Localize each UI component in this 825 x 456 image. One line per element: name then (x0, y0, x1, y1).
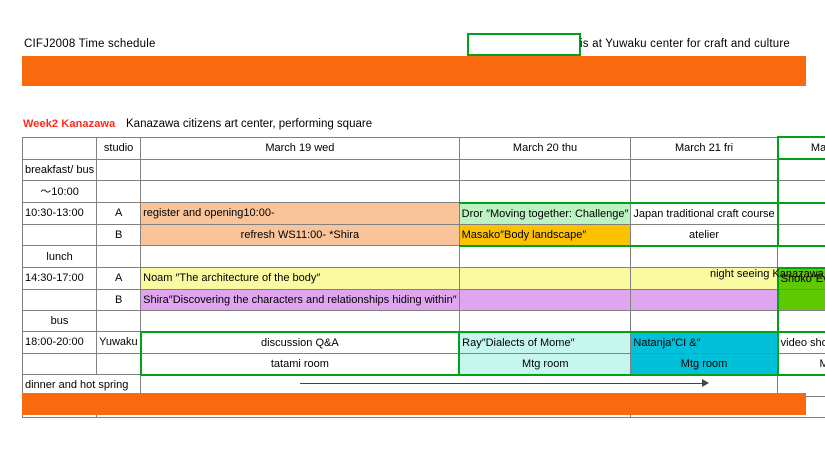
cell-mar20-evening-1: Ray″Dialects of Mome″ (458, 330, 632, 354)
cell-time-bus: bus (21, 309, 98, 332)
cell-mar21-until10 (630, 180, 779, 203)
cell-mar22-morning-b (776, 223, 825, 247)
row-afternoon-b: B Shira″Discovering the characters and r… (21, 288, 825, 311)
cell-mar19-evening-1: discussion Q&A (139, 330, 461, 354)
row-breakfast: breakfast/ bus (21, 158, 825, 181)
cell-dinner-span (140, 374, 779, 397)
cell-mar19-until10 (140, 180, 460, 203)
row-dinner: dinner and hot spring bus pick up at 19:… (21, 374, 825, 397)
cell-studio-lunch (96, 245, 142, 268)
cell-studio-b-afternoon: B (96, 288, 142, 311)
cell-studio-b-morning: B (96, 223, 142, 246)
cell-time-until10: ～10:00 (21, 180, 98, 203)
cell-mar19-morning-a: register and opening10:00- (140, 202, 460, 225)
cell-mar20-morning-a: Dror ″Moving together: Challenge″ (458, 201, 632, 225)
cell-studio-evening-2 (96, 352, 142, 375)
cell-time-evening: 18:00-20:00 (21, 331, 98, 354)
cell-mar20-evening-2: Mtg room (458, 352, 632, 376)
cell-mar22-morning-a (776, 201, 825, 225)
cell-studio-until10 (96, 180, 142, 203)
cell-mar19-afternoon-a: Noam ″The architecture of the body″ (140, 267, 460, 290)
cell-mar22-bus (776, 309, 825, 332)
page-title: CIFJ2008 Time schedule (24, 38, 156, 50)
schedule-table: studio March 19 wed March 20 thu March 2… (21, 136, 825, 418)
cell-mar19-evening-2: tatami room (139, 352, 461, 376)
row-morning-b: B refresh WS11:00- *Shira Masako″Body la… (21, 223, 825, 247)
cell-mar21-lunch (630, 245, 779, 268)
cell-mar20-until10 (458, 180, 632, 203)
cell-mar22-evening-1: video showing/discussion (776, 330, 825, 354)
row-afternoon-a: 14:30-17:00 A Noam ″The architecture of … (21, 266, 825, 290)
cell-studio-breakfast (96, 158, 142, 181)
cell-mar21-afternoon-b (630, 288, 779, 311)
cell-mar19-afternoon-b: Shira″Discovering the characters and rel… (140, 288, 460, 311)
cell-mar19-bus (140, 309, 460, 332)
lodging-arrow-line (300, 383, 705, 384)
col-header-mar22: March 22 sat (776, 136, 825, 160)
lodging-arrow-head (702, 379, 709, 387)
legend-color-box (467, 33, 581, 56)
row-evening-2: tatami room Mtg room Mtg room Mtg room a… (21, 352, 825, 376)
cell-time-afternoon-b (21, 288, 98, 311)
cell-dinner-label: dinner and hot spring (21, 374, 142, 397)
cell-time-morning: 10:30-13:00 (21, 202, 98, 225)
cell-mar21-morning-a: Japan traditional craft course (630, 201, 779, 225)
row-lunch: lunch (21, 245, 825, 268)
bottom-orange-band (22, 393, 806, 415)
cell-mar19-breakfast (140, 158, 460, 181)
cell-mar22-lunch (777, 245, 825, 268)
row-until-10: ～10:00 cleaning/checkout (21, 180, 825, 203)
cell-time-breakfast: breakfast/ bus (21, 158, 98, 181)
cell-studio-evening: Yuwaku (96, 331, 142, 354)
cell-time-morning-b (21, 223, 98, 246)
cell-mar22-breakfast (776, 158, 825, 181)
cell-dinner-buspickup: bus pick up at 19:00 (777, 374, 825, 397)
cell-mar20-afternoon-b (458, 288, 632, 311)
cell-mar19-lunch (140, 245, 460, 268)
col-header-studio: studio (96, 136, 142, 160)
cell-studio-a-morning: A (96, 202, 142, 225)
cell-mar20-bus (458, 309, 632, 332)
cell-mar21-afternoon-a (630, 267, 779, 290)
cell-mar21-evening-2: Mtg room (630, 352, 779, 376)
cell-mar22-until10 (776, 180, 825, 203)
row-evening-1: 18:00-20:00 Yuwaku discussion Q&A Ray″Di… (21, 330, 825, 354)
cell-mar20-lunch (458, 245, 632, 268)
col-header-blank (21, 136, 98, 160)
col-header-mar20: March 20 thu (458, 136, 632, 160)
cell-mar22-evening-2: Mtg room (776, 352, 825, 376)
cell-mar20-morning-b: Masako″Body landscape″ (458, 223, 632, 247)
legend-text: is at Yuwaku center for craft and cultur… (580, 38, 790, 50)
cell-mar21-breakfast (630, 158, 779, 181)
cell-time-evening-2 (21, 352, 98, 375)
cell-studio-bus (96, 309, 142, 332)
cell-mar21-morning-b: atelier (630, 223, 779, 247)
col-header-mar19: March 19 wed (140, 136, 460, 160)
top-orange-band (22, 56, 806, 86)
cell-studio-a-afternoon: A (96, 267, 142, 290)
cell-time-lunch: lunch (21, 245, 98, 268)
section-label: Week2 Kanazawa (23, 118, 116, 130)
col-header-mar21: March 21 fri (630, 136, 779, 160)
cell-mar21-evening-1: Natanja″CI &″ (630, 330, 779, 354)
cell-mar22-afternoon-a: Shoko″Everyone is the″ (776, 266, 825, 290)
cell-mar21-bus (630, 309, 779, 332)
section-sublabel: Kanazawa citizens art center, performing… (126, 118, 373, 130)
cell-mar20-breakfast (458, 158, 632, 181)
cell-mar19-morning-b: refresh WS11:00- *Shira (140, 223, 460, 246)
cell-time-afternoon: 14:30-17:00 (21, 267, 98, 290)
cell-mar20-afternoon-a (458, 267, 632, 290)
row-bus: bus (21, 309, 825, 332)
row-morning-a: 10:30-13:00 A register and opening10:00-… (21, 201, 825, 225)
table-header-row: studio March 19 wed March 20 thu March 2… (21, 136, 825, 160)
cell-mar22-afternoon-b: gallery (776, 288, 825, 311)
